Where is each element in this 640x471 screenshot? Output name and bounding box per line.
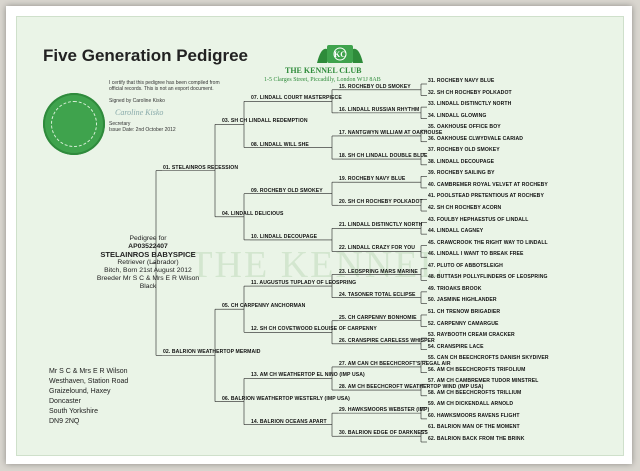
ancestor-gen5: 59. AM CH DICKENDALL ARNOLD (428, 401, 514, 408)
ancestor-gen3: 07. LINDALL COURT MASTERPIECE (251, 95, 342, 102)
owner-line: Mr S C & Mrs E R Wilson (49, 368, 128, 375)
certify-line-1: I certify that this pedigree has been co… (109, 80, 220, 86)
page-title: Five Generation Pedigree (43, 46, 249, 65)
dog-breed: Retriever (Labrador) (117, 259, 179, 266)
ancestor-gen3: 12. SH CH COVETWOOD ELOUISE OF CARPENNY (251, 326, 377, 333)
ancestor-gen5: 37. ROCHEBY OLD SMOKEY (428, 147, 500, 154)
ancestor-gen5: 53. RAYBOOTH CREAM CRACKER (428, 332, 515, 339)
ancestor-gen2: 06. BALRION WEATHERTOP WESTERLY (IMP USA… (222, 395, 350, 402)
ancestor-gen4: 18. SH CH LINDALL DOUBLE BLUE (339, 153, 428, 160)
dog-details: Pedigree for AP03522407 STELAINROS BABYS… (83, 235, 213, 291)
ancestor-gen3: 11. AUGUSTUS TUPLADY OF LEOSPRING (251, 280, 357, 287)
ancestor-gen4: 22. LINDALL CRAZY FOR YOU (339, 245, 416, 252)
owner-line: Westhaven, Station Road (49, 378, 129, 385)
dog-name: STELAINROS BABYSPICE (100, 250, 196, 259)
ancestor-gen5: 52. CARPENNY CAMARGUE (428, 320, 499, 327)
ancestor-gen5: 50. JASMINE HIGHLANDER (428, 297, 497, 304)
signed-by: Signed by Caroline Kisko (109, 98, 165, 104)
ancestor-gen5: 35. OAKHOUSE OFFICE BOY (428, 124, 501, 131)
pedigree-for-label: Pedigree for (129, 235, 167, 242)
dog-born: Bitch, Born 21st August 2012 (104, 267, 192, 274)
ancestor-gen4: 26. CRANSPIRE CARELESS WHISPER (339, 337, 435, 344)
ancestor-gen5: 58. AM CH BEECHCROFTS TRILLIUM (428, 389, 522, 396)
ancestor-gen4: 23. LEOSPRING MARS MARINE (339, 268, 418, 275)
dog-colour: Black (139, 283, 157, 290)
ancestor-gen5: 49. TRIOAKS BROOK (428, 285, 482, 292)
owner-line: Doncaster (49, 398, 81, 405)
certify-line-2: official records. This is not an export … (109, 86, 214, 92)
ancestor-gen2: 05. CH CARPENNY ANCHORMAN (222, 303, 306, 310)
ancestor-gen4: 25. CH CARPENNY BONHOMIE (339, 314, 417, 321)
ancestor-gen5: 48. BUTTASH POLLYFLINDERS OF LEOSPRING (428, 274, 548, 281)
ancestor-gen4: 24. TASONER TOTAL ECLIPSE (339, 291, 416, 298)
ancestor-gen5: 62. BALRION BACK FROM THE BRINK (428, 436, 525, 442)
pedigree-certificate: THE KENNEL KC Five Generation Pedigree T… (16, 16, 624, 456)
ancestor-gen3: 08. LINDALL WILL SHE (251, 141, 309, 148)
ancestor-gen4: 28. AM CH BEECHCROFT WEATHERTOP WIND (IM… (339, 384, 484, 391)
ancestor-gen5: 60. HAWKSMOORS RAVENS FLIGHT (428, 412, 520, 419)
ancestor-gen5: 36. OAKHOUSE CLWYDVALE CARIAD (428, 135, 524, 142)
ancestor-gen5: 44. LINDALL CAGNEY (428, 228, 484, 235)
watermark: THE KENNEL (189, 244, 445, 286)
ancestor-gen5: 55. CAN CH BEECHCROFTS DANISH SKYDIVER (428, 355, 549, 362)
ancestor-gen4: 15. ROCHEBY OLD SMOKEY (339, 83, 411, 90)
ancestor-gen5: 61. BALRION MAN OF THE MOMENT (428, 424, 520, 431)
ancestor-gen4: 17. NANTGWYN WILLIAM AT OAKHOUSE (339, 129, 443, 136)
owner-line: Graizelound, Haxey (49, 388, 111, 395)
ancestor-gen4: 30. BALRION EDGE OF DARKNESS (339, 430, 428, 437)
owner-address: Mr S C & Mrs E R Wilson Westhaven, Stati… (49, 367, 128, 427)
ancestor-gen5: 51. CH TRENOW BRIGADIER (428, 308, 501, 315)
ancestor-gen5: 32. SH CH ROCHEBY POLKADOT (428, 89, 512, 96)
certificate-frame: THE KENNEL KC Five Generation Pedigree T… (6, 6, 632, 464)
secretary-label: Secretary (109, 121, 131, 127)
dog-breeder: Breeder Mr S C & Mrs E R Wilson (96, 275, 200, 282)
ancestor-gen5: 31. ROCHEBY NAVY BLUE (428, 78, 495, 84)
ancestor-gen5: 43. FOULBY HEPHAESTUS OF LINDALL (428, 216, 529, 223)
ancestor-gen5: 45. CRAWCROOK THE RIGHT WAY TO LINDALL (428, 239, 548, 246)
club-address: 1-5 Clarges Street, Piccadilly, London W… (264, 77, 381, 83)
ancestor-gen3: 10. LINDALL DECOUPAGE (251, 233, 318, 240)
owner-line: DN9 2NQ (49, 418, 80, 425)
ancestor-gen3: 13. AM CH WEATHERTOP EL NINO (IMP USA) (251, 372, 365, 379)
ancestor-gen5: 54. CRANSPIRE LACE (428, 343, 484, 350)
ancestor-gen2: 04. LINDALL DELICIOUS (222, 210, 284, 217)
ancestor-gen5: 46. LINDALL I WANT TO BREAK FREE (428, 251, 524, 258)
ancestor-gen5: 42. SH CH ROCHEBY ACORN (428, 205, 502, 212)
ancestor-gen1: 01. STELAINROS RECESSION (163, 164, 239, 171)
kennel-club-seal (43, 93, 105, 155)
ancestor-gen5: 56. AM CH BEECHCROFTS TRIFOLIUM (428, 366, 526, 373)
ancestor-gen5: 33. LINDALL DISTINCTLY NORTH (428, 101, 512, 108)
ancestor-gen4: 29. HAWKSMOORS WEBSTER (IMP) (339, 407, 430, 414)
signature: Caroline Kisko (115, 108, 164, 117)
ancestor-gen5: 34. LINDALL GLOWING (428, 112, 487, 119)
club-logo (317, 45, 363, 63)
ancestor-gen3: 09. ROCHEBY OLD SMOKEY (251, 187, 323, 194)
owner-line: South Yorkshire (49, 408, 99, 415)
pedigree-lines (152, 45, 427, 443)
ancestor-gen4: 21. LINDALL DISTINCTLY NORTH (339, 222, 423, 229)
club-badge: KC (334, 50, 346, 59)
ancestor-gen5: 39. ROCHEBY SAILING BY (428, 170, 495, 177)
ancestor-gen4: 16. LINDALL RUSSIAN RHYTHM (339, 106, 420, 113)
ancestor-gen5: 47. PLUTO OF ABBOTSLEIGH (428, 262, 503, 269)
issue-date: Issue Date: 2nd October 2012 (109, 127, 176, 133)
ancestor-gen2: 03. SH CH LINDALL REDEMPTION (222, 118, 308, 125)
club-name: THE KENNEL CLUB (285, 66, 362, 75)
ancestor-gen4: 19. ROCHEBY NAVY BLUE (339, 176, 406, 183)
ancestor-gen5: 41. POOLSTEAD PRETENTIOUS AT ROCHEBY (428, 193, 544, 200)
ancestor-gen4: 20. SH CH ROCHEBY POLKADOT (339, 199, 423, 206)
registration-number: AP03522407 (128, 243, 168, 250)
ancestor-gen5: 40. CAMBREMER ROYAL VELVET AT ROCHEBY (428, 181, 548, 188)
ancestor-gen5: 57. AM CH CAMBREMER TUDOR MINSTREL (428, 378, 539, 385)
ancestor-gen1: 02. BALRION WEATHERTOP MERMAID (163, 349, 261, 356)
ancestor-gen3: 14. BALRION OCEANS APART (251, 418, 327, 425)
ancestor-gen4: 27. AM CAN CH BEECHCROFT'S REGAL AIR (339, 360, 451, 367)
ancestor-gen5: 38. LINDALL DECOUPAGE (428, 158, 495, 165)
